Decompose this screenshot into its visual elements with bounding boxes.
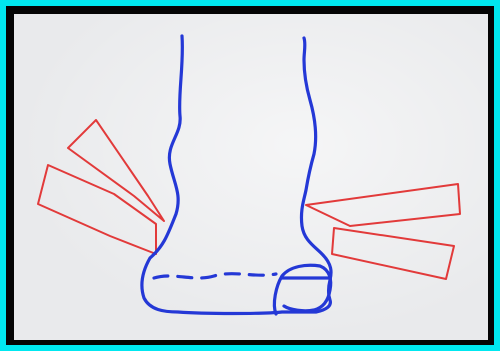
right-upper-wedge bbox=[306, 184, 460, 226]
right-lower-wedge bbox=[332, 228, 454, 279]
toe-circle bbox=[274, 265, 330, 314]
left-upper-wedge bbox=[68, 120, 164, 221]
foot-outline bbox=[142, 36, 331, 314]
foot-left-contour bbox=[142, 36, 331, 314]
left-lower-wedge bbox=[38, 165, 156, 254]
drawing-canvas bbox=[14, 14, 488, 340]
foot-sketch bbox=[14, 14, 488, 340]
left-wedges bbox=[38, 120, 164, 254]
dashed-toe-line bbox=[154, 274, 276, 278]
